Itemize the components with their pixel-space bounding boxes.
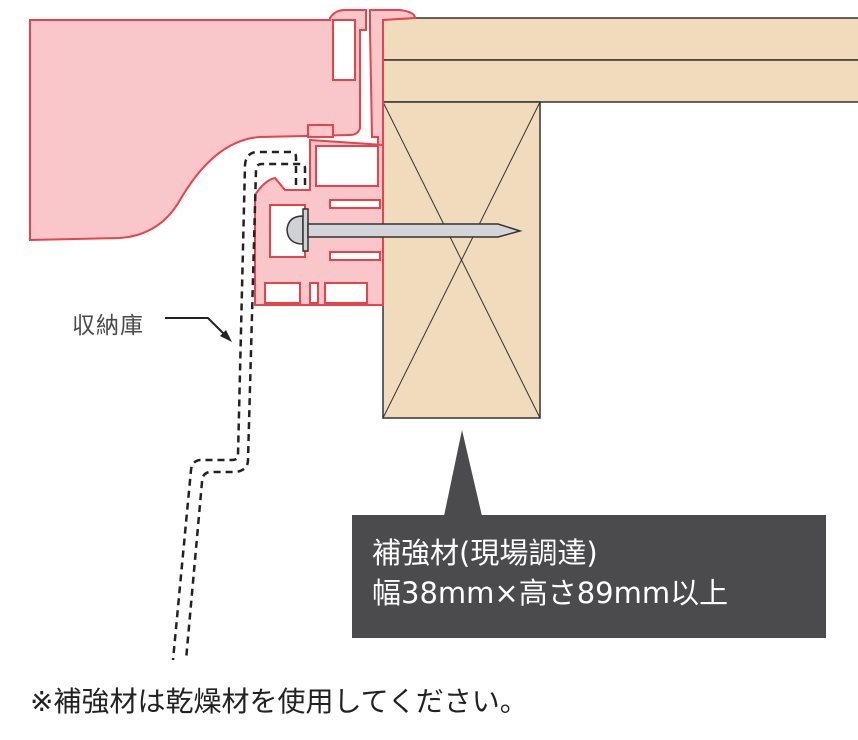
- floor-board: [382, 17, 858, 103]
- storage-outline: [171, 150, 307, 661]
- callout-pointer: [444, 430, 482, 516]
- unit-profile: [29, 9, 417, 306]
- reinforcement-size: 幅38mm×高さ89mm以上: [372, 576, 729, 610]
- storage-leader: [165, 317, 232, 342]
- storage-label: 収納庫: [72, 313, 144, 339]
- reinforcement-callout: 補強材(現場調達) 幅38mm×高さ89mm以上: [352, 515, 826, 638]
- reinforcement-lumber: [382, 101, 541, 419]
- footnote: ※補強材は乾燥材を使用してください。: [30, 685, 528, 718]
- nail-icon: [286, 208, 523, 252]
- reinforcement-title: 補強材(現場調達): [372, 536, 598, 570]
